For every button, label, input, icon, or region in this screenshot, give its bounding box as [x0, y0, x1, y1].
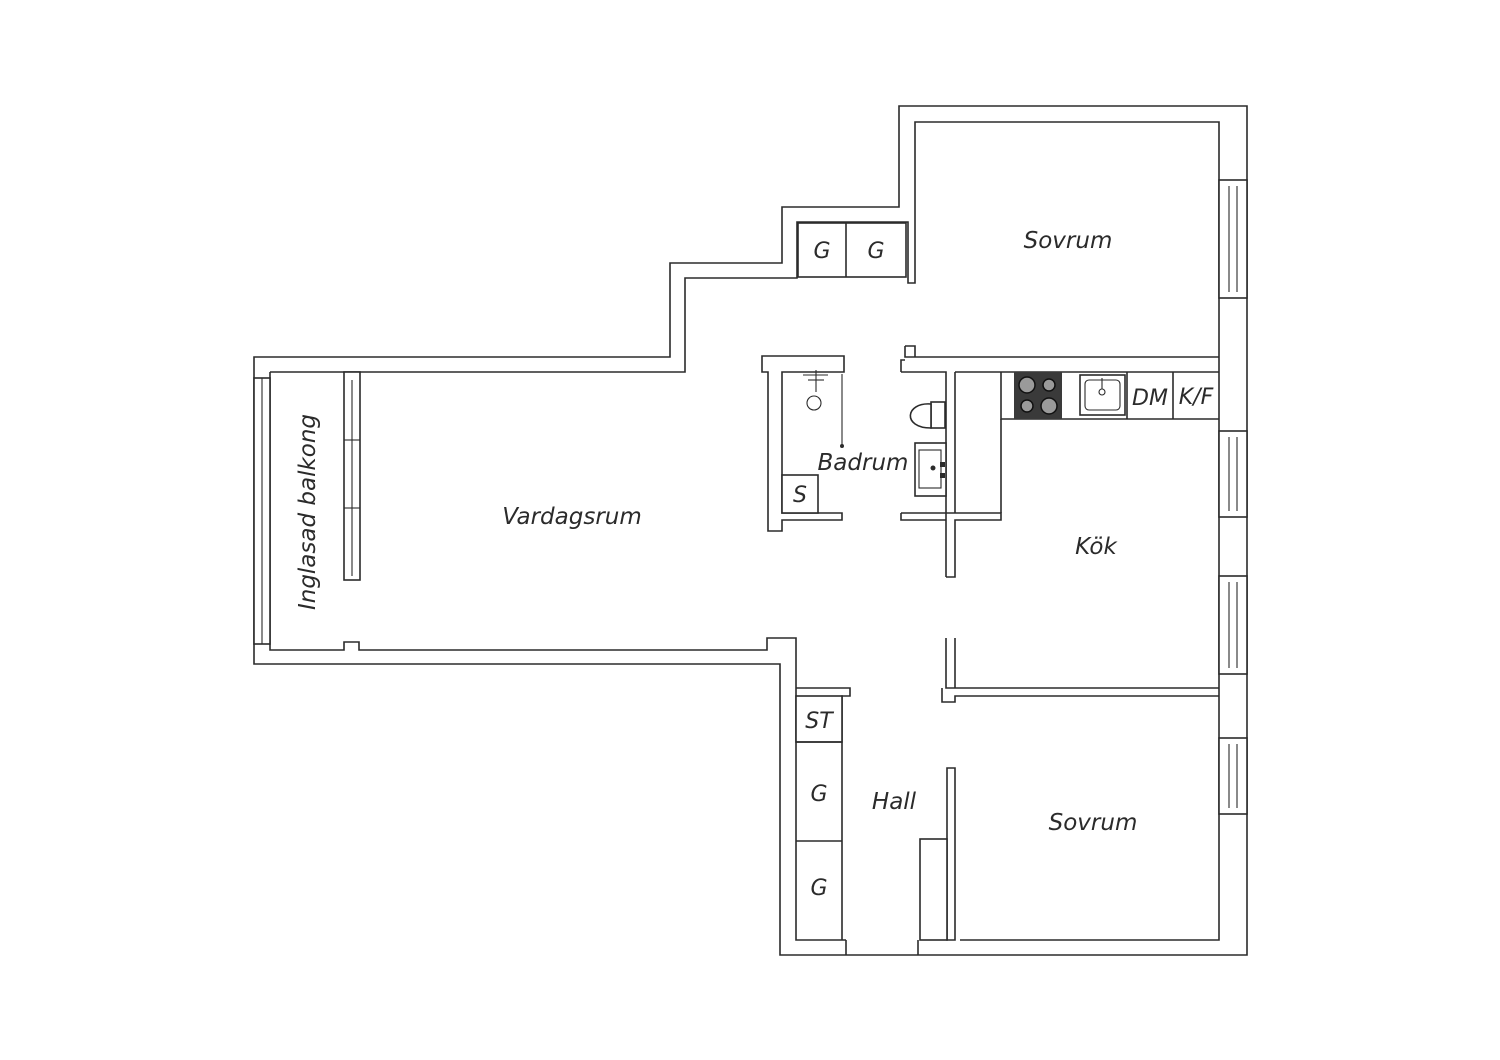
- shower-icon: [803, 370, 844, 448]
- appliance-boxes: [1126, 372, 1174, 419]
- hall-wardrobes: [795, 687, 851, 955]
- wardrobe-top: [797, 222, 907, 278]
- storage-label: ST: [805, 709, 834, 734]
- room-label-balkong: Inglasad balkong: [295, 414, 321, 610]
- washer-label: S: [793, 483, 807, 508]
- wardrobe-label-g-hall-2: G: [810, 876, 827, 901]
- room-label-sovrum-bottom: Sovrum: [1049, 810, 1138, 836]
- sovrum-top-walls: [904, 179, 1248, 358]
- sovrum-bottom-walls: [917, 737, 1248, 955]
- wardrobe-label-g-top-left: G: [813, 239, 830, 264]
- room-label-hall: Hall: [872, 789, 917, 815]
- dishwasher-label: DM: [1132, 386, 1168, 411]
- room-label-vardagsrum: Vardagsrum: [502, 504, 642, 530]
- wardrobe-label-g-hall-1: G: [810, 782, 827, 807]
- stove-icon: [1014, 372, 1062, 419]
- toilet-icon: [909, 401, 946, 429]
- room-label-sovrum-top: Sovrum: [1024, 228, 1113, 254]
- fridge-freezer-label: K/F: [1179, 385, 1214, 410]
- bathroom-walls: [761, 355, 1002, 578]
- glazed-balcony: [253, 371, 361, 645]
- room-label-badrum: Badrum: [818, 450, 909, 476]
- room-label-kok: Kök: [1075, 534, 1118, 560]
- kitchen-walls: [941, 371, 1248, 703]
- washbasin-icon: [914, 442, 947, 497]
- kitchen-sink-icon: [1079, 374, 1126, 416]
- wardrobe-label-g-top-right: G: [867, 239, 884, 264]
